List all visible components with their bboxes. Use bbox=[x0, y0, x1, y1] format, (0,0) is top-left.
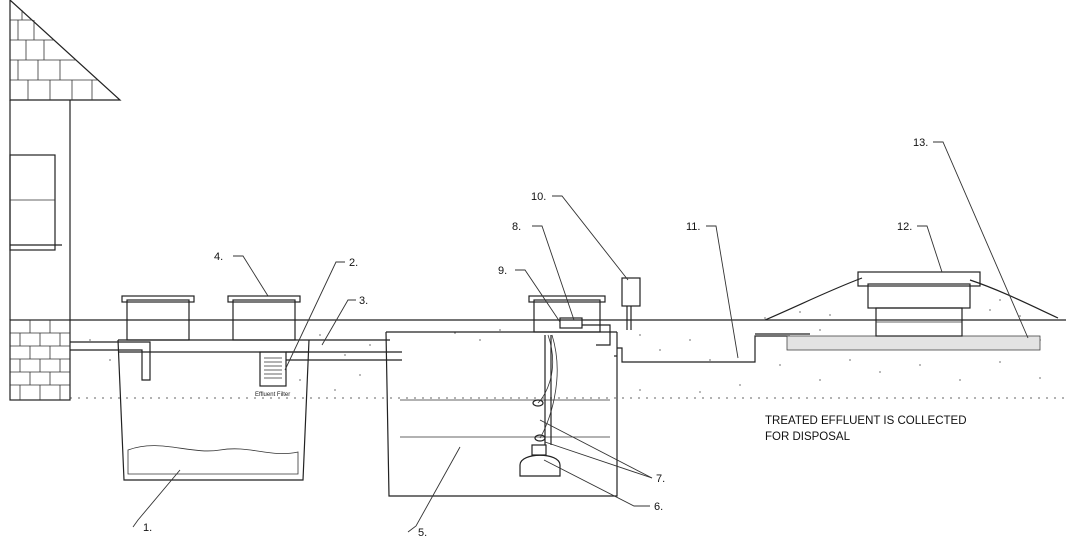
effluent-filter-label: Effluent Filter bbox=[255, 392, 290, 398]
effluent-pump bbox=[519, 454, 561, 477]
float-switch-2 bbox=[534, 434, 546, 442]
effluent-note: TREATED EFFLUENT IS COLLECTED FOR DISPOS… bbox=[765, 415, 967, 443]
transfer-pipe bbox=[286, 351, 402, 361]
outlet-pipe bbox=[614, 333, 810, 363]
callout-8: 8. bbox=[512, 221, 521, 233]
discharge-assembly bbox=[559, 317, 583, 329]
note-line-2: FOR DISPOSAL bbox=[765, 431, 851, 443]
riser-3 bbox=[533, 299, 601, 333]
float-switch-1 bbox=[532, 399, 544, 407]
callout-13: 13. bbox=[913, 137, 928, 149]
callout-11: 11. bbox=[686, 221, 700, 233]
callout-9: 9. bbox=[498, 265, 507, 277]
pump-tank bbox=[385, 295, 618, 497]
septic-tank: Effluent Filter bbox=[70, 295, 390, 481]
callout-12: 12. bbox=[897, 221, 912, 233]
riser-2 bbox=[232, 299, 296, 341]
callout-4: 4. bbox=[214, 251, 223, 263]
ground-surface bbox=[70, 319, 1066, 399]
treatment-unit-lid bbox=[857, 271, 981, 287]
effluent-filter bbox=[259, 351, 287, 387]
note-line-1: TREATED EFFLUENT IS COLLECTED bbox=[765, 415, 967, 427]
window bbox=[9, 154, 56, 251]
leader-lines bbox=[132, 141, 1029, 533]
callout-6: 6. bbox=[654, 501, 663, 513]
callout-1: 1. bbox=[143, 522, 152, 534]
treatment-mound bbox=[764, 271, 1059, 351]
callout-2: 2. bbox=[349, 257, 358, 269]
sand-bed bbox=[786, 335, 1041, 351]
riser-1 bbox=[126, 299, 190, 341]
callout-7: 7. bbox=[656, 473, 665, 485]
callout-labels: 1. 2. 3. 4. 5. 6. 7. 8. 9. 10. 11. 12. 1… bbox=[143, 137, 928, 539]
control-panel bbox=[621, 277, 641, 330]
callout-3: 3. bbox=[359, 295, 368, 307]
callout-10: 10. bbox=[531, 191, 546, 203]
soil-texture bbox=[89, 299, 1041, 393]
callout-5: 5. bbox=[418, 527, 427, 539]
roof-bricks bbox=[10, 10, 98, 100]
house bbox=[9, 0, 122, 401]
